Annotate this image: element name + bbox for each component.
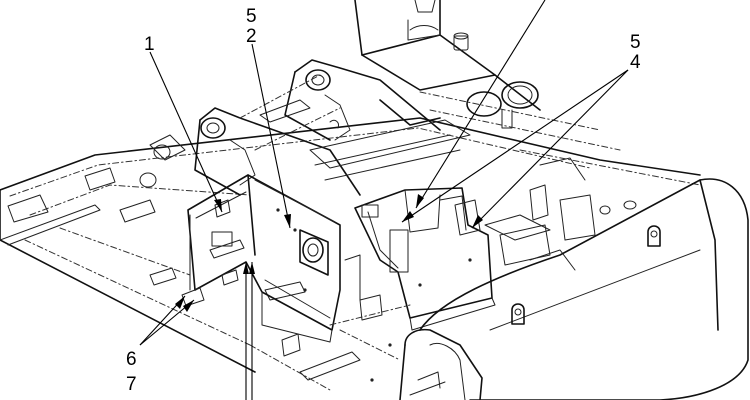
- main-frame: [0, 117, 701, 373]
- callout-6: 6: [126, 349, 137, 370]
- floor-details: [249, 294, 401, 391]
- engine-bay: [484, 149, 701, 271]
- leader-1-arrowhead: [214, 199, 222, 212]
- leader-4-arrowhead: [472, 215, 483, 228]
- leader-lines: [139, 0, 629, 400]
- leader-6a-arrowhead: [175, 296, 185, 309]
- callout-5-left: 5: [246, 6, 257, 27]
- right-panel-assembly: [329, 187, 496, 331]
- leader-bottom-a-arrowhead: [243, 262, 249, 274]
- leader-6b-arrowhead: [183, 300, 194, 312]
- callout-labels: 1 5 2 5 4 6 7: [126, 6, 641, 395]
- leader-4: [471, 69, 629, 229]
- leader-2: [251, 43, 291, 229]
- upper-deck: [309, 0, 621, 181]
- leader-top: [415, 0, 546, 209]
- counterweight: [399, 178, 749, 400]
- callout-5-right: 5: [630, 32, 641, 53]
- leader-2-arrowhead: [284, 214, 291, 228]
- leader-bottom-b-arrowhead: [249, 262, 255, 274]
- boom-foot-brackets: [139, 59, 441, 196]
- left-panel-assembly: [181, 174, 341, 343]
- callout-7: 7: [126, 374, 137, 395]
- leader-4b-arrowhead: [402, 211, 414, 222]
- leader-4b: [401, 69, 629, 223]
- callout-1: 1: [144, 34, 155, 55]
- leader-1: [149, 51, 223, 213]
- callout-4: 4: [630, 52, 641, 73]
- leader-top-arrowhead: [416, 194, 424, 208]
- callout-2: 2: [246, 26, 257, 47]
